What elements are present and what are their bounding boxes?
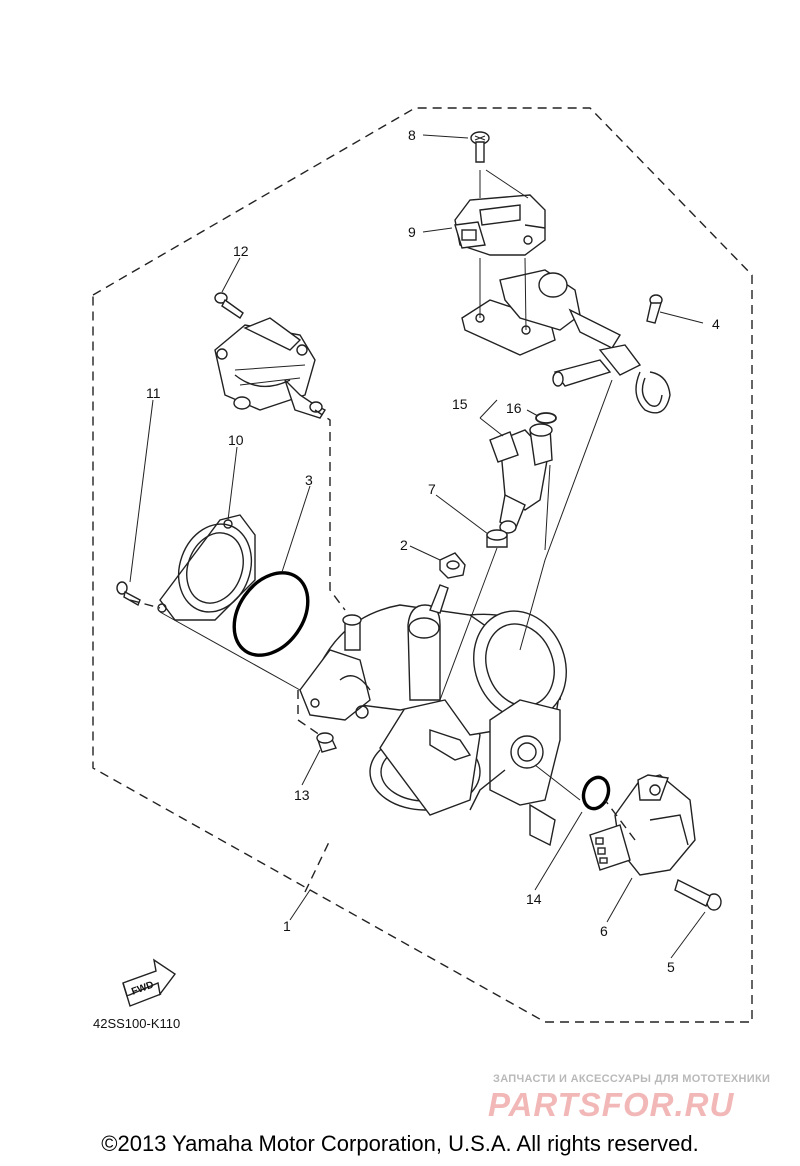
throttle-position-sensor-6	[589, 774, 696, 876]
part-label-14: 14	[526, 891, 542, 907]
o-ring-16	[535, 412, 557, 424]
part-label-6: 6	[600, 923, 608, 939]
part-label-11: 11	[146, 385, 161, 401]
watermark-logo: PARTSFOR.RU	[488, 1086, 735, 1123]
part-label-5: 5	[667, 959, 675, 975]
throttle-body	[299, 584, 567, 847]
bolt-12	[214, 292, 244, 319]
part-label-4: 4	[712, 316, 720, 332]
leader-lines	[129, 134, 706, 959]
part-number-labels: 1 2 3 4 5 6 7 8 9 10 11 12 13 14 15 16	[146, 127, 720, 975]
o-ring-14	[581, 775, 611, 811]
fuel-rail-bracket	[461, 269, 671, 414]
drawing-code: 42SS100-K110	[93, 1016, 181, 1031]
screw-8	[470, 131, 490, 163]
part-label-12: 12	[233, 243, 249, 259]
copyright-notice: ©2013 Yamaha Motor Corporation, U.S.A. A…	[101, 1131, 699, 1156]
part-label-10: 10	[228, 432, 244, 448]
injector-15	[489, 423, 553, 534]
sensor-9	[454, 194, 546, 256]
part-label-13: 13	[294, 787, 310, 803]
idle-speed-control-unit	[214, 317, 327, 419]
part-label-3: 3	[305, 472, 313, 488]
assembly-boundary	[92, 107, 753, 1023]
part-label-8: 8	[408, 127, 416, 143]
bolt-4	[646, 294, 663, 324]
seal-7	[486, 529, 508, 548]
part-label-1: 1	[283, 918, 291, 934]
part-label-7: 7	[428, 481, 436, 497]
part-label-2: 2	[400, 537, 408, 553]
assembly-guide-lines	[129, 169, 636, 841]
o-ring-3	[232, 571, 310, 657]
part-label-16: 16	[506, 400, 522, 416]
plug-13	[316, 732, 337, 753]
fwd-arrow-icon: FWD	[122, 958, 177, 1007]
screw-5	[674, 879, 722, 911]
watermark-tagline: ЗАПЧАСТИ И АКСЕССУАРЫ ДЛЯ МОТОТЕХНИКИ	[493, 1073, 771, 1085]
part-label-9: 9	[408, 224, 416, 240]
nut-2	[439, 552, 466, 579]
part-label-15: 15	[452, 396, 468, 412]
cover-plate-10	[157, 514, 256, 621]
